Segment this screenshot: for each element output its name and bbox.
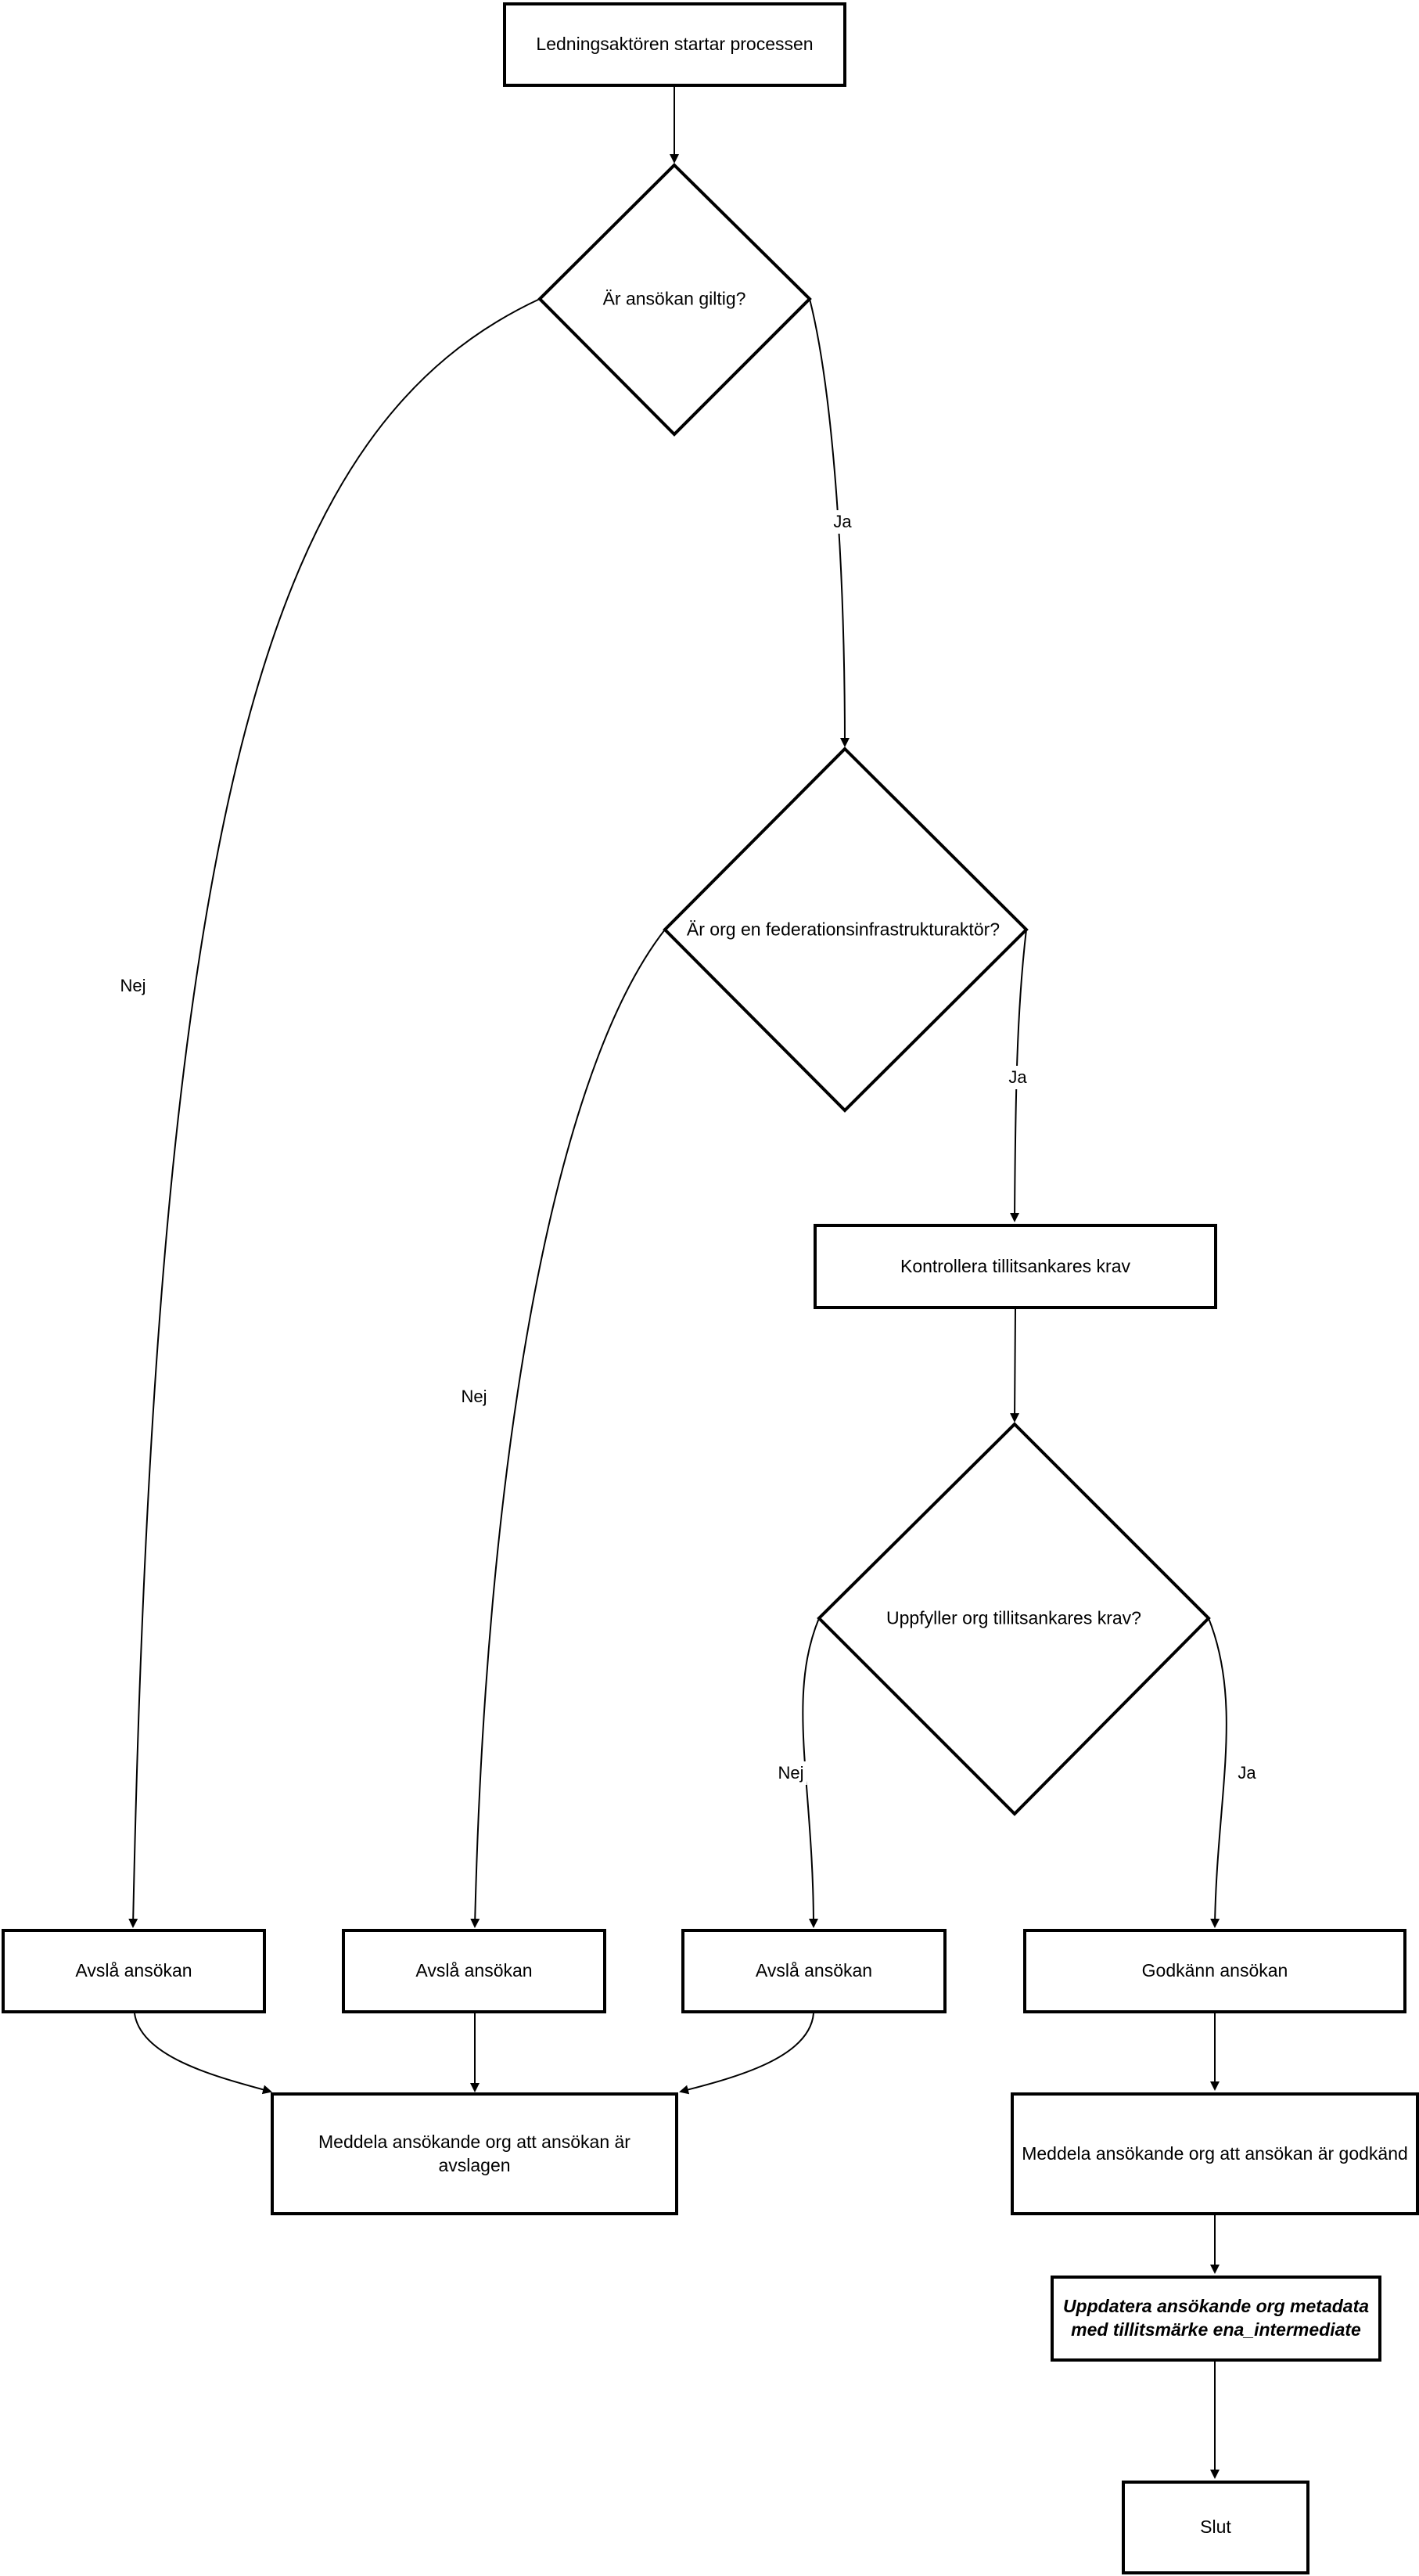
reject-node-1: Avslå ansökan [2, 1929, 266, 2013]
edge-meets-yes [1208, 1617, 1227, 1928]
reject-node-3-label: Avslå ansökan [755, 1960, 873, 1981]
check-requirements-node: Kontrollera tillitsankares krav [814, 1224, 1217, 1309]
reject-node-1-label: Avslå ansökan [75, 1960, 192, 1981]
edge-label-meets-no: Nej [774, 1761, 807, 1785]
decision-valid-label: Är ansökan giltig? [602, 288, 746, 309]
edge-label-federation-no: Nej [458, 1385, 490, 1409]
edge-meets-no [802, 1617, 820, 1928]
decision-valid-shape [537, 163, 812, 437]
reject-node-2: Avslå ansökan [342, 1929, 606, 2013]
notify-approved-label: Meddela ansökande org att ansökan är god… [1022, 2142, 1408, 2164]
approve-node: Godkänn ansökan [1023, 1929, 1406, 2013]
update-metadata-node: Uppdatera ansökande org metadata med til… [1051, 2276, 1381, 2362]
edges [128, 86, 1227, 2479]
approve-node-label: Godkänn ansökan [1141, 1960, 1288, 1981]
notify-rejected-label: Meddela ansökande org att ansökan är avs… [318, 2131, 630, 2175]
end-node: Slut [1122, 2481, 1309, 2574]
decision-requirements-label: Uppfyller org tillitsankares krav? [886, 1607, 1141, 1628]
edge-federation-yes [1010, 929, 1027, 1222]
edge-federation-no [470, 929, 666, 1928]
edge-reject1-to-notify [134, 2013, 272, 2095]
edge-reject3-to-notify [679, 2013, 814, 2095]
decision-federation-label: Är org en federationsinfrastrukturaktör? [686, 919, 1000, 940]
check-requirements-label: Kontrollera tillitsankares krav [900, 1255, 1130, 1276]
reject-node-3: Avslå ansökan [681, 1929, 947, 2013]
notify-approved-node: Meddela ansökande org att ansökan är god… [1011, 2092, 1419, 2215]
update-metadata-label: Uppdatera ansökande org metadata med til… [1062, 2296, 1370, 2340]
end-node-label: Slut [1200, 2517, 1231, 2538]
notify-rejected-node: Meddela ansökande org att ansökan är avs… [271, 2092, 678, 2215]
edge-label-valid-no: Nej [117, 974, 149, 998]
edge-valid-no [128, 298, 541, 1928]
edge-label-meets-yes: Ja [1234, 1761, 1259, 1785]
start-node: Ledningsaktören startar processen [503, 2, 846, 87]
start-node-label: Ledningsaktören startar processen [536, 34, 814, 55]
reject-node-2-label: Avslå ansökan [415, 1960, 533, 1981]
edge-valid-yes [809, 298, 850, 747]
edge-label-valid-yes: Ja [830, 510, 855, 534]
edge-label-federation-yes: Ja [1005, 1066, 1030, 1089]
decision-requirements-shape [817, 1422, 1211, 1816]
decision-federation-shape [663, 747, 1029, 1113]
